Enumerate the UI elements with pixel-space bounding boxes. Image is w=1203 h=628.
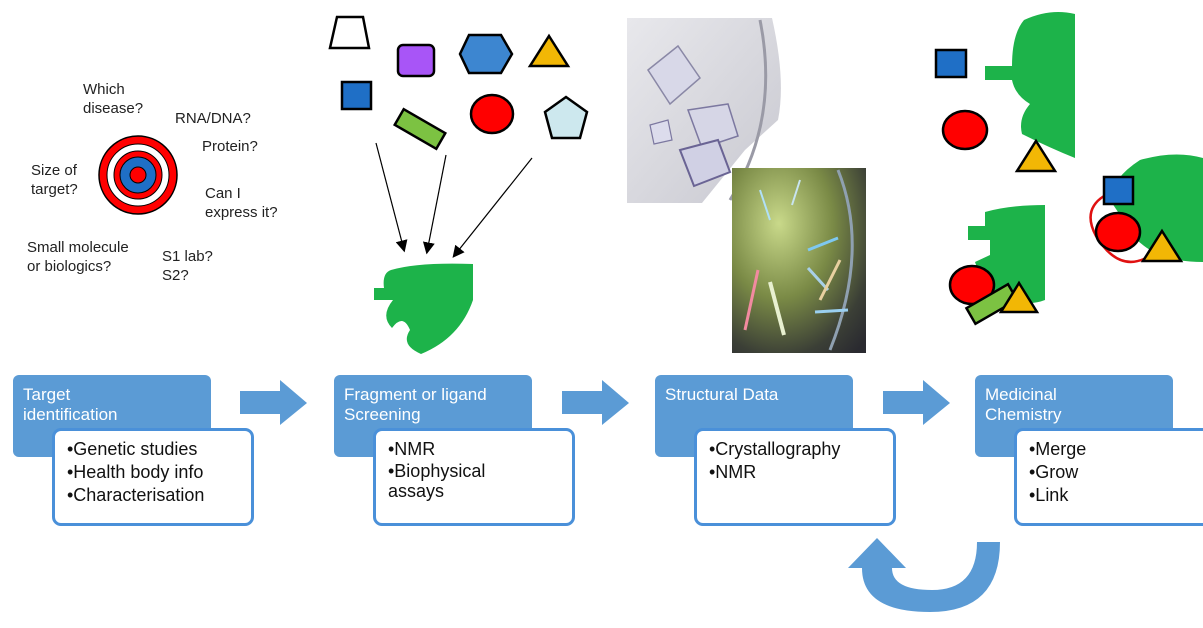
question-can-i-express: Can I express it?	[205, 185, 278, 221]
crystal-photo-2	[732, 168, 866, 353]
yellow-triangle-shape	[527, 33, 571, 68]
details-medicinal-chemistry: •Merge •Grow •Link	[1014, 428, 1203, 526]
medchem-protein-1	[934, 12, 1075, 173]
bullet-item: •Genetic studies	[67, 439, 198, 459]
question-which-disease: Which disease?	[83, 81, 144, 117]
stage-title: Structural Data	[665, 385, 779, 404]
cycle-arrow-icon	[848, 538, 1022, 612]
red-circle-shape	[469, 93, 515, 135]
green-rect-shape	[393, 107, 447, 151]
details-structural-data: •Crystallography •NMR	[694, 428, 896, 526]
blue-square-shape	[340, 80, 373, 111]
target-bullseye-icon	[98, 135, 178, 215]
bullet-item: •Merge	[1029, 439, 1087, 459]
screening-arrows	[375, 142, 533, 258]
process-arrow-3	[883, 380, 950, 425]
question-small-molecule: Small molecule or biologics?	[27, 239, 129, 275]
crystal-photo-1	[627, 18, 781, 203]
protein-icon	[374, 263, 473, 354]
bullet-item: •Health body info	[67, 462, 204, 482]
details-fragment-screening: •NMR •Biophysical assays	[373, 428, 575, 526]
bullet-item: •Biophysical assays	[388, 461, 486, 501]
question-size-of-target: Size of target?	[31, 162, 78, 198]
stage-title: Fragment or ligand Screening	[344, 385, 487, 424]
hexagon-shape	[458, 33, 514, 75]
process-arrow-1	[240, 380, 307, 425]
trapezoid-shape	[328, 15, 371, 50]
details-target-identification: •Genetic studies •Health body info •Char…	[52, 428, 254, 526]
bullet-item: •NMR	[709, 462, 757, 482]
bullet-item: •Crystallography	[709, 439, 841, 459]
stage-title: Medicinal Chemistry	[985, 385, 1062, 424]
bullet-item: •Link	[1029, 485, 1069, 505]
pentagon-shape	[543, 95, 589, 140]
question-protein: Protein?	[202, 138, 258, 155]
question-rna-dna: RNA/DNA?	[175, 110, 251, 127]
bullet-item: •NMR	[388, 439, 436, 459]
fragment-shapes	[328, 15, 589, 151]
bullet-item: •Grow	[1029, 462, 1079, 482]
purple-square-shape	[396, 43, 436, 78]
question-s1-lab: S1 lab? S2?	[162, 248, 213, 284]
medchem-protein-2	[1089, 154, 1203, 264]
stage-title: Target identification	[23, 385, 118, 424]
medchem-protein-3	[948, 205, 1045, 326]
process-arrow-2	[562, 380, 629, 425]
bullet-item: •Characterisation	[67, 485, 205, 505]
